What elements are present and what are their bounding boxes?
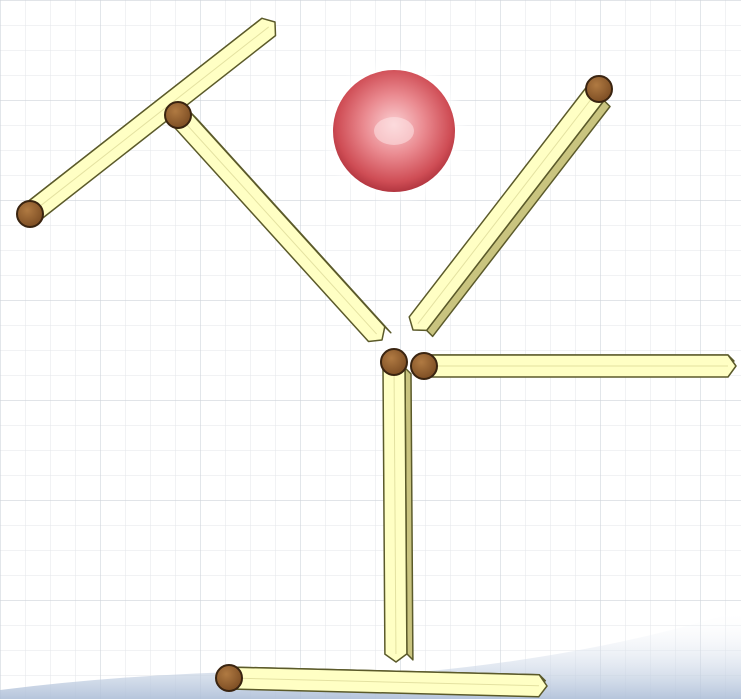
matchstick-stem-vertical[interactable] bbox=[381, 349, 413, 662]
match-head-icon bbox=[381, 349, 407, 375]
match-head-icon bbox=[411, 353, 437, 379]
match-head-icon bbox=[216, 665, 242, 691]
match-head-icon bbox=[165, 102, 191, 128]
matchstick-right-arm-horizontal[interactable] bbox=[411, 353, 736, 379]
match-head-icon bbox=[586, 76, 612, 102]
cherry-ball-icon[interactable] bbox=[320, 57, 468, 205]
match-head-icon bbox=[17, 201, 43, 227]
